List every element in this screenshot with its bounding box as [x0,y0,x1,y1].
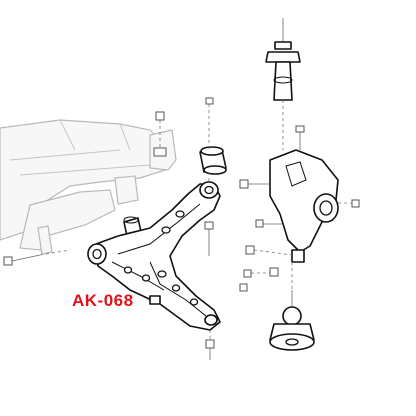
knuckle-bolts [239,179,360,256]
steering-knuckle [269,125,339,263]
strut-assembly [265,18,301,150]
small-hardware [239,267,279,292]
rear-bushing [199,146,227,175]
left-mounting-bolt [3,249,71,266]
subframe-top-bolt [153,111,167,157]
arm-bolts [204,97,215,360]
ball-joint [269,262,315,351]
lower-control-arm [87,181,221,331]
part-number-label: AK-068 [72,291,134,310]
subframe-ghost [0,119,177,255]
